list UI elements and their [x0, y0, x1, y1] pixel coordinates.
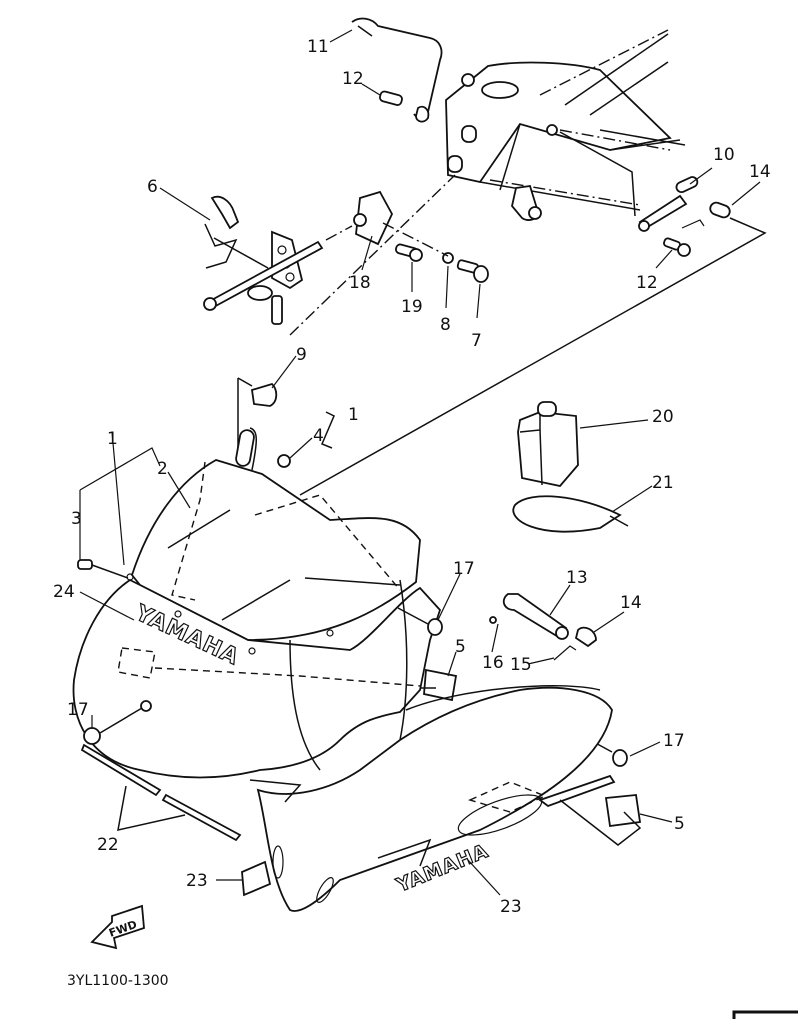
- bolt-12-upper: [379, 90, 430, 123]
- nut-4: [277, 454, 291, 468]
- graphic-23-left: [241, 860, 272, 897]
- callout-9: 9: [296, 345, 307, 365]
- band-21: [512, 495, 629, 533]
- callout-10: 10: [713, 145, 735, 165]
- stay-13: [502, 593, 569, 640]
- leader-lines: [79, 29, 761, 896]
- windshield-2: [130, 427, 421, 641]
- callout-13: 13: [566, 568, 588, 588]
- bolt-12-right: [663, 237, 691, 257]
- fastener-17-mid: [397, 607, 443, 636]
- callout-2: 2: [157, 459, 168, 479]
- callout-4: 4: [313, 426, 324, 446]
- callout-14-lower: 14: [620, 593, 642, 613]
- tank-20: [517, 401, 579, 487]
- callout-16: 16: [482, 653, 504, 673]
- screw-3: [77, 559, 129, 579]
- damper-5-lower: [559, 794, 642, 846]
- callout-1-bracket: 1: [348, 405, 359, 425]
- frame-assembly: [351, 17, 686, 221]
- damper-5-upper: [420, 668, 458, 702]
- callout-21: 21: [652, 473, 674, 493]
- callout-11: 11: [307, 37, 329, 57]
- fwd-arrow-icon: FWD: [90, 904, 145, 950]
- bolt-19: [395, 243, 423, 262]
- callout-23-right: 23: [500, 897, 522, 917]
- fastener-17-left: [83, 700, 152, 745]
- bracket-18: [325, 190, 394, 246]
- callout-17-mid: 17: [453, 559, 475, 579]
- bracket-10: [638, 176, 699, 232]
- callout-1-left: 1: [107, 429, 118, 449]
- callout-labels: 11 12 6 18 19 8 7 10 14 12 9 1 4 1 2 3 2…: [53, 37, 771, 989]
- molding-22: [80, 743, 242, 842]
- callout-23-left: 23: [186, 871, 208, 891]
- clamp-14-upper: [681, 201, 731, 229]
- pin-15: [553, 645, 577, 661]
- callout-12-upper: 12: [342, 69, 364, 89]
- clip-16: [489, 616, 497, 624]
- callout-18: 18: [349, 273, 371, 293]
- clamp-14-lower: [574, 626, 597, 648]
- callout-20: 20: [652, 407, 674, 427]
- drawing-code: 3YL1100-1300: [67, 973, 169, 989]
- callout-22: 22: [97, 835, 119, 855]
- nut-9: [237, 377, 278, 460]
- callout-17-left: 17: [67, 700, 89, 720]
- callout-5-lower: 5: [674, 814, 685, 834]
- callout-7: 7: [471, 331, 482, 351]
- corner-box: [732, 1010, 798, 1019]
- callout-19: 19: [401, 297, 423, 317]
- callout-5-upper: 5: [455, 637, 466, 657]
- bolt-7: [456, 259, 489, 283]
- callout-8: 8: [440, 315, 451, 335]
- callout-3: 3: [71, 509, 82, 529]
- callout-17-right: 17: [663, 731, 685, 751]
- callout-15: 15: [510, 655, 532, 675]
- headlight-bracket-6: [203, 195, 324, 325]
- callout-6: 6: [147, 177, 158, 197]
- callout-24: 24: [53, 582, 75, 602]
- callout-14-upper: 14: [749, 162, 771, 182]
- callout-12-right: 12: [636, 273, 658, 293]
